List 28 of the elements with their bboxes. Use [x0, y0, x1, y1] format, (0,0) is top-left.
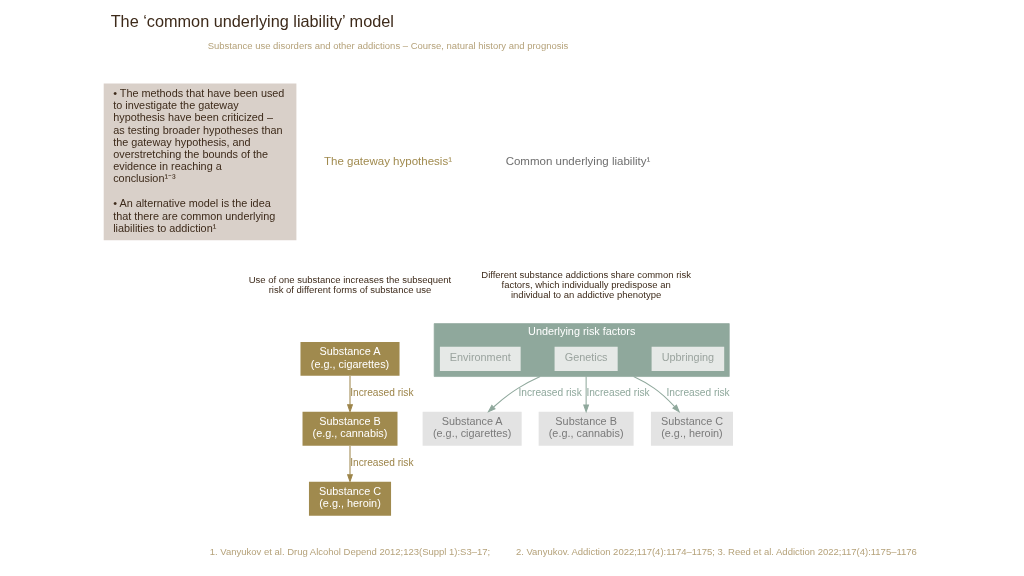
node-box: Substance B (e.g., cannabis) — [538, 411, 634, 446]
arrow — [346, 375, 354, 414]
node-box: Genetics — [554, 346, 618, 372]
arrow — [583, 376, 590, 414]
arrow — [346, 445, 354, 484]
edge-label: Increased risk — [518, 387, 582, 399]
node-box: Substance B (e.g., cannabis) — [302, 411, 398, 446]
diagram-title: The ‘common underlying liability’ model — [110, 11, 394, 30]
node-box: • The methods that have been used to investigate the gateway hypothesis have been criticized – as testing broader hypotheses than the gateway hypothesis, and overstretching the bounds of the evidence in reaching a conclusion¹⁻³ • An alternative model is the idea that there are common underlying liabilities to addiction¹ — [103, 83, 297, 241]
edge-label: Increased risk — [666, 387, 730, 399]
node-box: Substance A (e.g., cigarettes) — [300, 341, 400, 376]
node-box: Substance A (e.g., cigarettes) — [422, 411, 522, 446]
edge-label: Increased risk — [350, 387, 414, 399]
node-box: Upbringing — [651, 346, 725, 372]
edge-label: Increased risk — [350, 457, 414, 469]
label: 1. Vanyukov et al. Drug Alcohol Depend 2012;123(Suppl 1):S3–17; — [209, 546, 491, 558]
arrow — [487, 376, 541, 413]
label: Common underlying liability¹ — [505, 154, 651, 167]
edge-label: Increased risk — [586, 387, 650, 399]
label: Use of one substance increases the subsequent risk of different forms of substance use — [248, 273, 452, 295]
label: Different substance addictions share common risk factors, which individually predispose an individual to an addictive phenotype — [481, 268, 691, 300]
node-box: Environment — [439, 346, 521, 372]
node-box: Substance C (e.g., heroin) — [308, 481, 392, 516]
arrow — [633, 376, 681, 413]
label: 2. Vanyukov. Addiction 2022;117(4):1174–1175; 3. Reed et al. Addiction 2022;117(4):1175–1176 — [515, 546, 917, 558]
node-box: Substance C (e.g., heroin) — [650, 411, 733, 446]
label: Substance use disorders and other addictions – Course, natural history and prognosis — [207, 39, 569, 51]
label: The gateway hypothesis¹ — [323, 154, 453, 167]
